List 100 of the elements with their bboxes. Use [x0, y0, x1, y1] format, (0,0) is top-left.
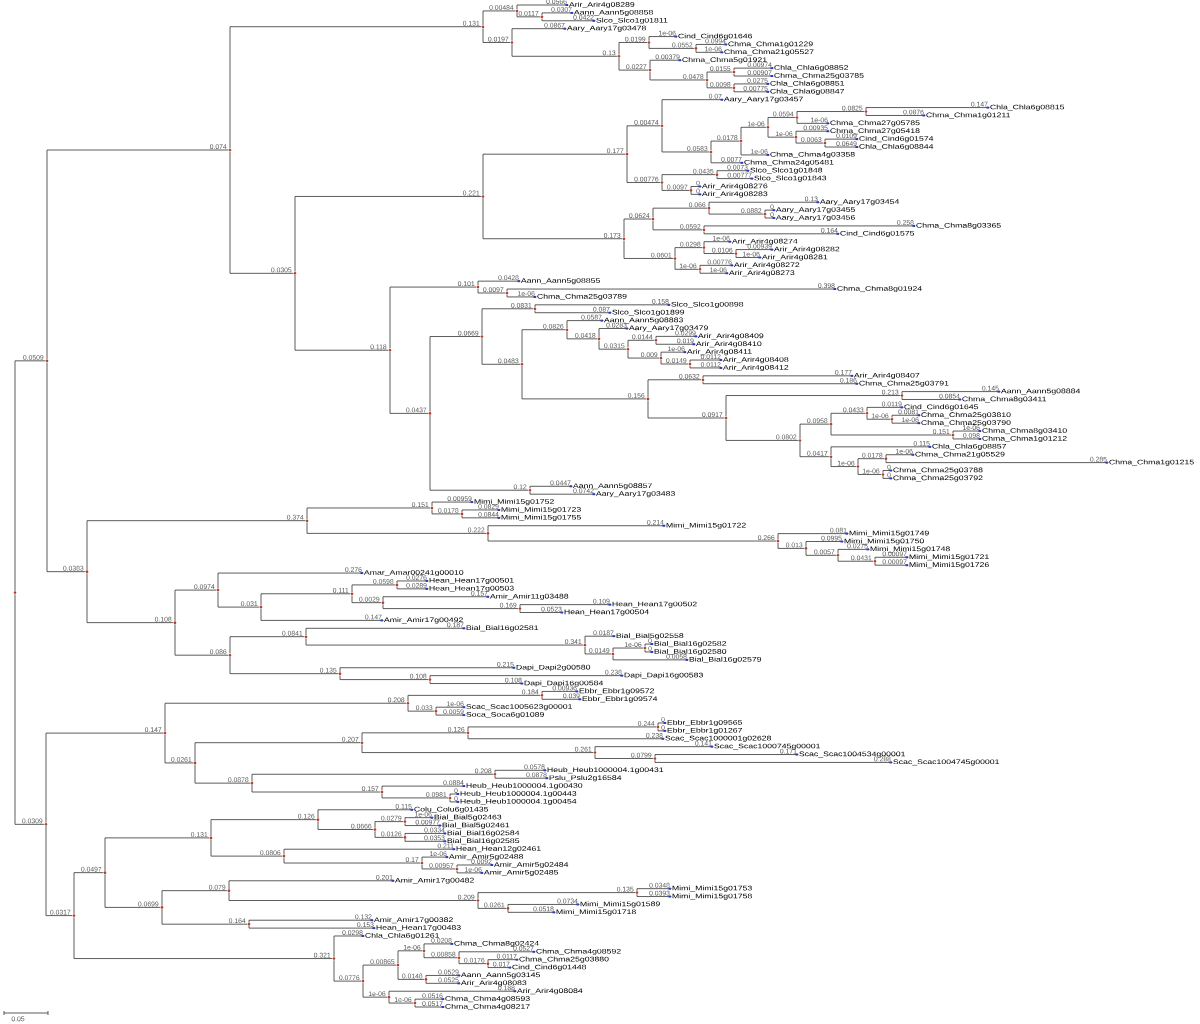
branch-line	[487, 525, 666, 533]
branch-line	[767, 128, 795, 138]
branch-line	[529, 485, 573, 489]
branch-line	[429, 675, 624, 679]
branch-line	[229, 151, 294, 274]
branch-line	[952, 436, 982, 440]
branch-node	[163, 731, 167, 735]
branch-line	[796, 111, 865, 117]
branch-node	[795, 116, 799, 119]
branch-line	[654, 759, 893, 763]
branch-line	[482, 10, 516, 26]
branch-node	[430, 506, 434, 510]
branch-line	[477, 288, 506, 294]
branch-line	[649, 59, 682, 69]
branch-node	[724, 416, 728, 420]
branch-line	[882, 470, 893, 474]
branch-line	[648, 36, 678, 42]
branch-node	[455, 867, 459, 871]
branch-node	[873, 559, 877, 563]
branch-line	[306, 522, 487, 534]
branch-line	[494, 775, 549, 779]
branch-line	[396, 586, 429, 590]
branch-node	[653, 757, 657, 760]
branch-line	[703, 231, 840, 235]
branch-line	[695, 44, 728, 48]
branch-line	[830, 412, 866, 423]
branch-node	[448, 796, 452, 800]
branch-line	[584, 646, 612, 655]
branch-line	[294, 196, 482, 273]
branch-node	[173, 621, 177, 624]
branch-node	[900, 394, 904, 397]
branch-node	[193, 761, 197, 765]
branch-line	[305, 638, 584, 646]
branch-node	[540, 15, 544, 19]
branch-line	[164, 734, 194, 764]
branch-line	[46, 149, 229, 360]
branch-line	[210, 819, 317, 837]
branch-line	[506, 288, 837, 292]
branch-line	[566, 320, 604, 329]
branch-line	[317, 820, 374, 830]
branch-line	[733, 73, 774, 77]
branch-line	[725, 419, 799, 441]
branch-line	[703, 225, 916, 229]
branch-line	[706, 81, 733, 89]
branch-node	[85, 570, 89, 573]
branch-node	[647, 41, 651, 44]
branch-line	[407, 704, 435, 712]
branch-line	[507, 904, 580, 908]
branch-line	[865, 112, 926, 116]
branch-line	[661, 183, 690, 191]
branch-line	[283, 857, 421, 864]
branch-line	[260, 593, 351, 606]
branch-line	[333, 935, 365, 958]
branch-node	[798, 439, 802, 442]
branch-node	[673, 257, 677, 260]
branch-line	[689, 359, 723, 363]
branch-line	[657, 722, 667, 726]
branch-line	[456, 870, 484, 874]
branch-node	[228, 653, 232, 657]
branch-line	[251, 773, 494, 782]
branch-line	[594, 753, 654, 759]
branch-line	[660, 359, 689, 365]
branch-node	[259, 605, 263, 609]
branch-node	[660, 124, 664, 128]
branch-line	[885, 459, 1109, 463]
branch-line	[388, 990, 517, 996]
branch-node	[794, 135, 798, 139]
branch-node	[476, 285, 480, 289]
branch-node	[540, 694, 544, 697]
branch-line	[210, 839, 283, 857]
branch-line	[229, 656, 339, 675]
branch-line	[708, 209, 764, 215]
branch-node	[622, 237, 626, 241]
branch-line	[661, 127, 710, 153]
branch-node	[403, 836, 407, 839]
branch-node	[864, 110, 868, 113]
branch-line	[901, 396, 962, 400]
branch-node	[332, 957, 336, 960]
branch-line	[397, 950, 423, 964]
branch-line	[901, 391, 1001, 395]
branch-line	[423, 943, 454, 950]
branch-line	[733, 67, 774, 71]
branch-line	[382, 603, 519, 609]
branch-line	[521, 365, 647, 400]
branch-line	[449, 799, 460, 803]
branch-node	[715, 173, 719, 176]
branch-node	[565, 328, 569, 331]
branch-node	[829, 455, 833, 458]
branch-line	[885, 454, 915, 458]
branch-node	[836, 554, 840, 557]
branch-line	[857, 458, 885, 466]
branch-line	[541, 696, 582, 700]
branch-line	[636, 888, 672, 892]
branch-line	[283, 848, 456, 855]
branch-line	[45, 825, 73, 916]
branch-node	[387, 995, 391, 999]
branch-line	[952, 430, 982, 434]
branch-line	[487, 534, 777, 542]
branch-line	[594, 746, 714, 752]
branch-line	[217, 591, 260, 608]
